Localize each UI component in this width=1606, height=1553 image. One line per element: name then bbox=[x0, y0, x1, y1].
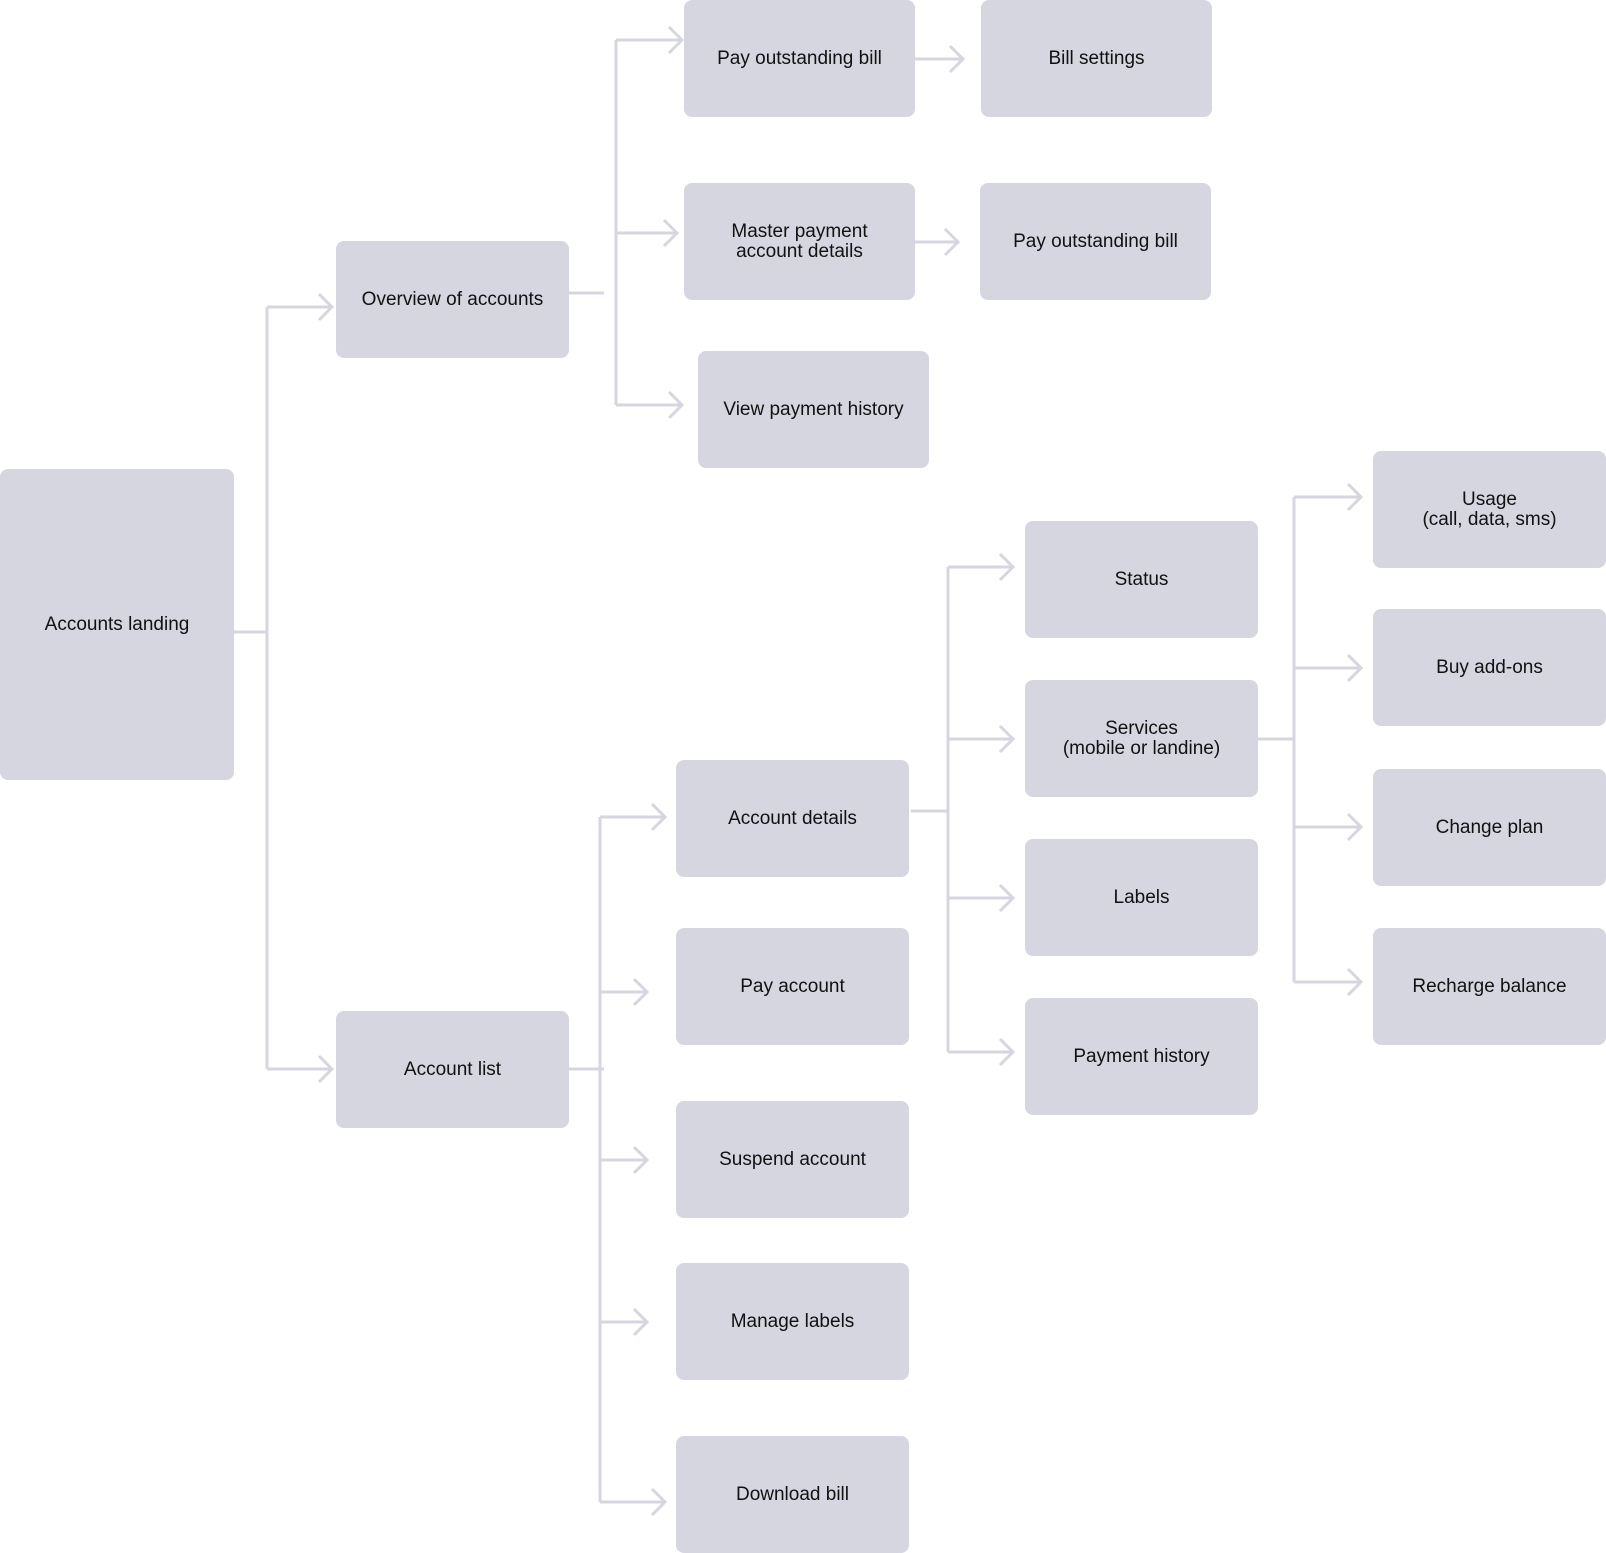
arrowhead-account-list bbox=[317, 1054, 335, 1084]
node-master-payment-account-details[interactable]: Master payment account details bbox=[684, 183, 915, 300]
arrowhead-master-payment bbox=[662, 218, 680, 248]
node-services[interactable]: Services (mobile or landine) bbox=[1025, 680, 1258, 797]
node-pay-outstanding-bill-2[interactable]: Pay outstanding bill bbox=[980, 183, 1211, 300]
node-buy-add-ons[interactable]: Buy add-ons bbox=[1373, 609, 1606, 726]
connector-account-details-trunk bbox=[911, 565, 1013, 1054]
node-labels[interactable]: Labels bbox=[1025, 839, 1258, 956]
node-view-payment-history[interactable]: View payment history bbox=[698, 351, 929, 468]
arrowhead-suspend-account bbox=[632, 1145, 650, 1175]
arrowhead-view-payment-history bbox=[667, 390, 685, 420]
connector-landing-trunk bbox=[234, 305, 332, 1071]
node-download-bill[interactable]: Download bill bbox=[676, 1436, 909, 1553]
arrowhead-pay-account bbox=[632, 977, 650, 1007]
arrowhead-manage-labels bbox=[632, 1307, 650, 1337]
node-pay-account[interactable]: Pay account bbox=[676, 928, 909, 1045]
connector-overview-trunk bbox=[569, 38, 682, 407]
arrowhead-pay-outstanding-bill-2 bbox=[943, 227, 961, 257]
arrowhead-buy-add-ons bbox=[1346, 653, 1364, 683]
arrowhead-download-bill bbox=[650, 1487, 668, 1517]
arrowhead-bill-settings bbox=[948, 44, 966, 74]
node-status[interactable]: Status bbox=[1025, 521, 1258, 638]
arrowhead-change-plan bbox=[1346, 812, 1364, 842]
arrowhead-status bbox=[998, 552, 1016, 582]
connector-account-list-trunk bbox=[569, 815, 665, 1504]
node-pay-outstanding-bill-1[interactable]: Pay outstanding bill bbox=[684, 0, 915, 117]
node-accounts-landing[interactable]: Accounts landing bbox=[0, 469, 234, 780]
arrowhead-pay-outstanding-bill-1 bbox=[667, 25, 685, 55]
node-change-plan[interactable]: Change plan bbox=[1373, 769, 1606, 886]
arrowhead-account-details bbox=[650, 802, 668, 832]
node-manage-labels[interactable]: Manage labels bbox=[676, 1263, 909, 1380]
arrowhead-labels bbox=[998, 883, 1016, 913]
arrowhead-payment-history bbox=[998, 1037, 1016, 1067]
node-suspend-account[interactable]: Suspend account bbox=[676, 1101, 909, 1218]
arrowhead-usage bbox=[1346, 482, 1364, 512]
node-account-details[interactable]: Account details bbox=[676, 760, 909, 877]
node-bill-settings[interactable]: Bill settings bbox=[981, 0, 1212, 117]
connector-services-trunk bbox=[1257, 495, 1361, 984]
node-usage[interactable]: Usage (call, data, sms) bbox=[1373, 451, 1606, 568]
node-recharge-balance[interactable]: Recharge balance bbox=[1373, 928, 1606, 1045]
arrowhead-services bbox=[998, 724, 1016, 754]
node-account-list[interactable]: Account list bbox=[336, 1011, 569, 1128]
node-overview-of-accounts[interactable]: Overview of accounts bbox=[336, 241, 569, 358]
node-payment-history[interactable]: Payment history bbox=[1025, 998, 1258, 1115]
arrowhead-recharge-balance bbox=[1346, 967, 1364, 997]
arrowhead-overview bbox=[317, 292, 335, 322]
